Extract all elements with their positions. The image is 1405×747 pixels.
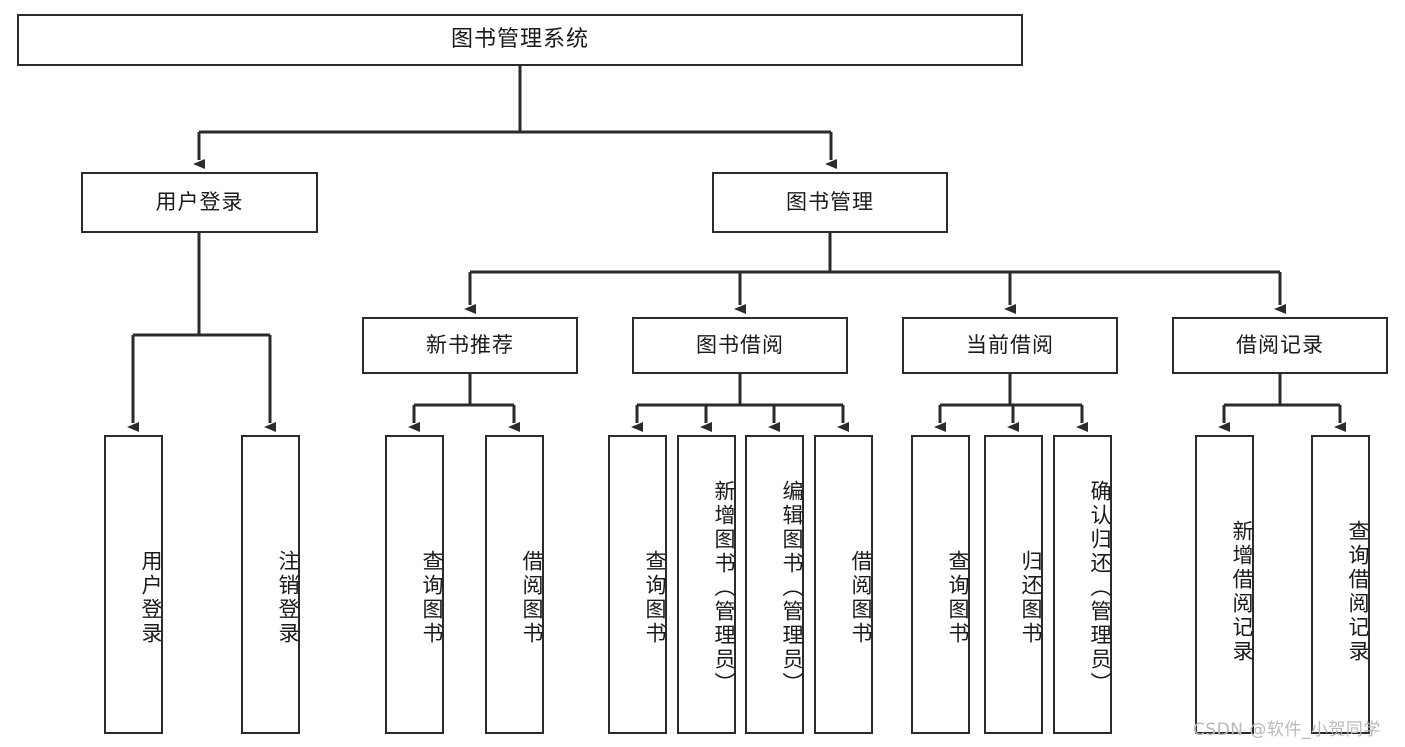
node-leaf-query-book-1-label: 查询图书 (420, 549, 444, 646)
node-leaf-add-record-label: 新增借阅记录 (1230, 519, 1254, 664)
node-leaf-return-book[interactable]: 归还图书 (984, 435, 1043, 734)
node-user-login-label: 用户登录 (155, 189, 244, 214)
node-leaf-confirm-return[interactable]: 确认归还（管理员） (1053, 435, 1112, 734)
node-current-borrow[interactable]: 当前借阅 (902, 317, 1118, 374)
node-leaf-query-record-label: 查询借阅记录 (1346, 519, 1370, 664)
book-manage-to-level3-connectors (464, 233, 1286, 314)
book-borrow-to-leaves-connectors (631, 374, 849, 432)
node-leaf-logout[interactable]: 注销登录 (241, 435, 300, 734)
csdn-watermark: CSDN @软件_小贺同学 (1193, 720, 1381, 740)
node-leaf-logout-label: 注销登录 (276, 549, 300, 646)
node-leaf-query-record[interactable]: 查询借阅记录 (1311, 435, 1370, 734)
node-book-manage-label: 图书管理 (786, 189, 874, 214)
node-leaf-query-book-3-label: 查询图书 (946, 549, 970, 646)
new-book-recommend-to-leaves-connectors (408, 374, 520, 432)
node-leaf-edit-book[interactable]: 编辑图书（管理员） (745, 435, 804, 734)
node-root-label: 图书管理系统 (450, 26, 589, 52)
current-borrow-to-leaves-connectors (934, 374, 1088, 432)
node-root[interactable]: 图书管理系统 (17, 14, 1023, 66)
node-leaf-add-record[interactable]: 新增借阅记录 (1195, 435, 1254, 734)
node-leaf-query-book-2-label: 查询图书 (643, 549, 667, 646)
node-leaf-confirm-return-label: 确认归还（管理员） (1088, 479, 1112, 696)
node-leaf-query-book-1[interactable]: 查询图书 (385, 435, 444, 734)
node-leaf-edit-book-label: 编辑图书（管理员） (780, 479, 804, 696)
node-borrow-record[interactable]: 借阅记录 (1172, 317, 1388, 374)
node-leaf-borrow-book-2[interactable]: 借阅图书 (814, 435, 873, 734)
node-leaf-query-book-3[interactable]: 查询图书 (911, 435, 970, 734)
node-new-book-recommend-label: 新书推荐 (426, 332, 514, 357)
borrow-record-to-leaves-connectors (1218, 374, 1346, 432)
node-book-borrow[interactable]: 图书借阅 (632, 317, 848, 374)
node-user-login[interactable]: 用户登录 (81, 172, 318, 233)
node-leaf-query-book-2[interactable]: 查询图书 (608, 435, 667, 734)
node-current-borrow-label: 当前借阅 (966, 332, 1054, 357)
root-to-level2-connectors (193, 66, 837, 169)
user-login-to-leaves-connectors (127, 233, 276, 432)
node-leaf-borrow-book-2-label: 借阅图书 (849, 549, 873, 646)
node-leaf-user-login-label: 用户登录 (139, 549, 163, 646)
node-leaf-borrow-book-1-label: 借阅图书 (520, 549, 544, 646)
node-leaf-user-login[interactable]: 用户登录 (104, 435, 163, 734)
node-book-manage[interactable]: 图书管理 (712, 172, 948, 233)
node-leaf-add-book-label: 新增图书（管理员） (712, 479, 736, 696)
node-new-book-recommend[interactable]: 新书推荐 (362, 317, 578, 374)
node-leaf-borrow-book-1[interactable]: 借阅图书 (485, 435, 544, 734)
node-book-borrow-label: 图书借阅 (696, 332, 784, 357)
node-leaf-return-book-label: 归还图书 (1019, 549, 1043, 646)
node-leaf-add-book[interactable]: 新增图书（管理员） (677, 435, 736, 734)
node-borrow-record-label: 借阅记录 (1236, 332, 1324, 357)
